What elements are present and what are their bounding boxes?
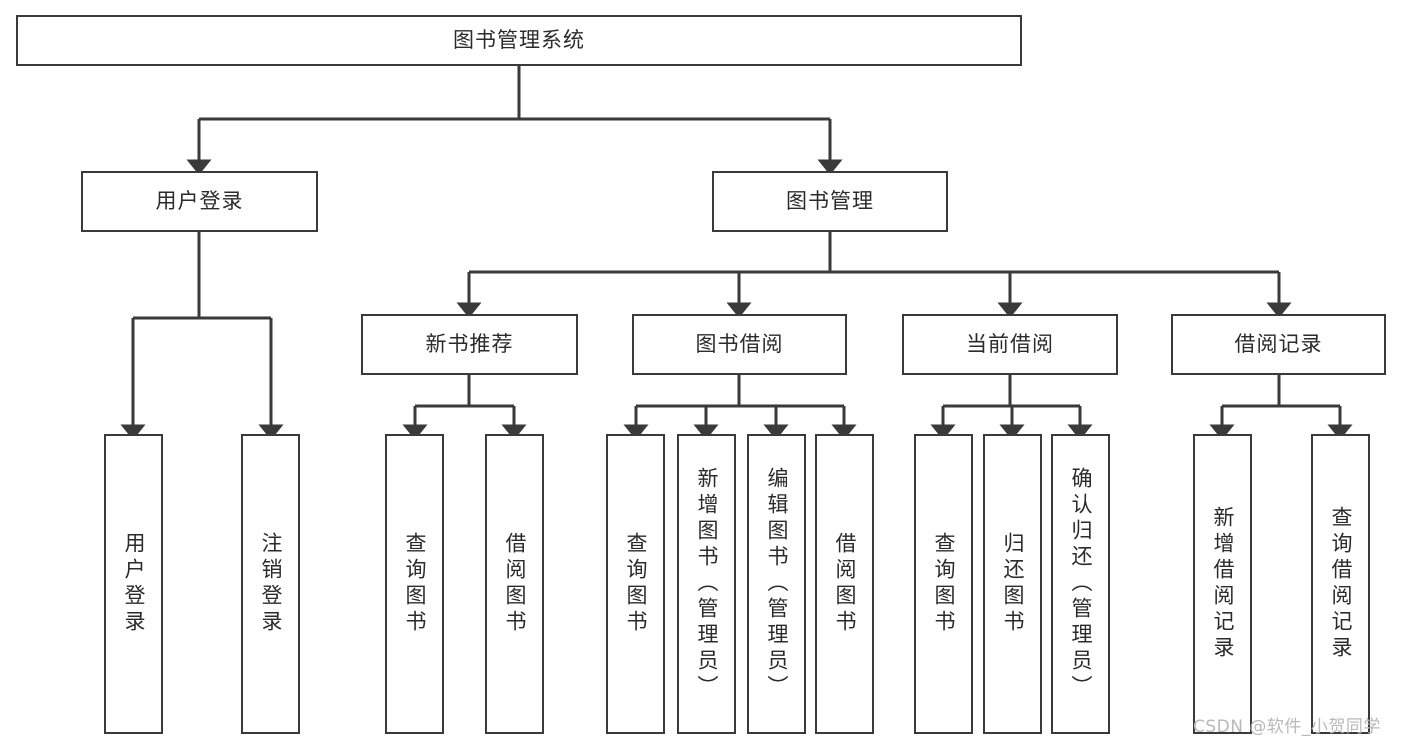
node-root-book-management-system[interactable]: 图书管理系统 <box>16 15 1022 66</box>
node-label: 借阅图书 <box>833 532 857 636</box>
node-label: 新增图书（管理员） <box>695 467 719 701</box>
node-label: 借阅图书 <box>503 532 527 636</box>
node-label: 查询图书 <box>403 532 427 636</box>
node-new-book-recommendation[interactable]: 新书推荐 <box>361 314 578 375</box>
node-borrowing-record[interactable]: 借阅记录 <box>1171 314 1386 375</box>
node-label: 编辑图书（管理员） <box>765 467 789 701</box>
leaf-user-login-logout[interactable]: 注销登录 <box>241 434 300 734</box>
leaf-book-borrow-edit-book-admin[interactable]: 编辑图书（管理员） <box>747 434 806 734</box>
node-label: 确认归还（管理员） <box>1069 467 1093 701</box>
node-label: 注销登录 <box>259 532 283 636</box>
leaf-user-login-login[interactable]: 用户登录 <box>104 434 163 734</box>
node-book-borrowing[interactable]: 图书借阅 <box>632 314 847 375</box>
node-current-borrowing[interactable]: 当前借阅 <box>902 314 1118 375</box>
node-user-login[interactable]: 用户登录 <box>81 171 318 232</box>
leaf-new-book-borrow-books[interactable]: 借阅图书 <box>485 434 544 734</box>
leaf-borrow-record-add-record[interactable]: 新增借阅记录 <box>1193 434 1252 734</box>
leaf-current-borrow-confirm-return-admin[interactable]: 确认归还（管理员） <box>1051 434 1110 734</box>
node-label: 用户登录 <box>122 532 146 636</box>
node-label: 当前借阅 <box>966 332 1054 356</box>
node-label: 查询借阅记录 <box>1329 506 1353 662</box>
node-label: 图书借阅 <box>695 332 784 356</box>
leaf-new-book-query-books[interactable]: 查询图书 <box>385 434 444 734</box>
leaf-book-borrow-query-books[interactable]: 查询图书 <box>606 434 665 734</box>
node-book-management[interactable]: 图书管理 <box>712 171 948 232</box>
node-label: 查询图书 <box>624 532 648 636</box>
node-label: 新增借阅记录 <box>1211 506 1235 662</box>
node-label: 图书管理 <box>786 189 874 213</box>
node-label: 查询图书 <box>932 532 956 636</box>
leaf-borrow-record-query-record[interactable]: 查询借阅记录 <box>1311 434 1370 734</box>
leaf-current-borrow-return-books[interactable]: 归还图书 <box>983 434 1042 734</box>
leaf-book-borrow-add-book-admin[interactable]: 新增图书（管理员） <box>677 434 736 734</box>
node-label: 用户登录 <box>155 189 244 213</box>
node-label: 借阅记录 <box>1234 332 1323 356</box>
node-label: 图书管理系统 <box>453 28 585 52</box>
csdn-watermark: CSDN @软件_小贺同学 <box>1193 717 1381 737</box>
node-label: 归还图书 <box>1001 532 1025 636</box>
leaf-book-borrow-borrow-books[interactable]: 借阅图书 <box>815 434 874 734</box>
node-label: 新书推荐 <box>425 332 514 356</box>
leaf-current-borrow-query-books[interactable]: 查询图书 <box>914 434 973 734</box>
